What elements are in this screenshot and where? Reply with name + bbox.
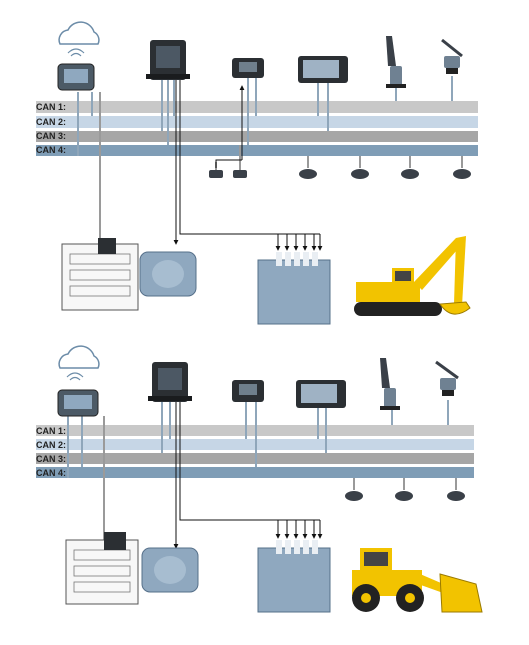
can4-bus [36,145,478,156]
controller-ecu-icon [146,40,190,80]
controller-ecu-icon [148,362,192,402]
telematics-gateway-icon [58,373,98,416]
panel-excavator [36,22,478,324]
joystick-icon [386,36,406,88]
joystick-icon [380,358,400,410]
pedal-icon [436,362,458,396]
excavator-machine [354,236,470,316]
sensor-icon [345,491,465,501]
panel-wheel-loader [36,346,482,612]
telematics-gateway-icon [58,49,94,90]
can2-label: CAN 2: [36,440,66,450]
can2-label: CAN 2: [36,117,66,127]
engine-icon [62,238,138,310]
io-module-icon [232,380,264,402]
can1-label: CAN 1: [36,426,66,436]
display-monitor-icon [296,380,346,408]
can2-bus [36,116,478,128]
control-valve-block-icon [258,252,330,324]
engine-icon [66,532,138,604]
sensor-icon [209,169,471,179]
can3-label: CAN 3: [36,454,66,464]
can1-label: CAN 1: [36,102,66,112]
can3-label: CAN 3: [36,131,66,141]
can4-label: CAN 4: [36,145,66,155]
display-monitor-icon [298,56,348,83]
io-module-icon [232,58,264,78]
control-valve-block-icon [258,540,330,612]
cloud-icon [59,22,99,44]
hydraulic-pump-icon [140,252,196,296]
hydraulic-pump-icon [142,548,198,592]
cloud-icon [59,346,99,368]
can4-label: CAN 4: [36,468,66,478]
wheel-loader-machine [352,548,482,612]
pedal-icon [442,40,462,74]
can4-bus [36,467,474,478]
can3-bus [36,131,478,142]
